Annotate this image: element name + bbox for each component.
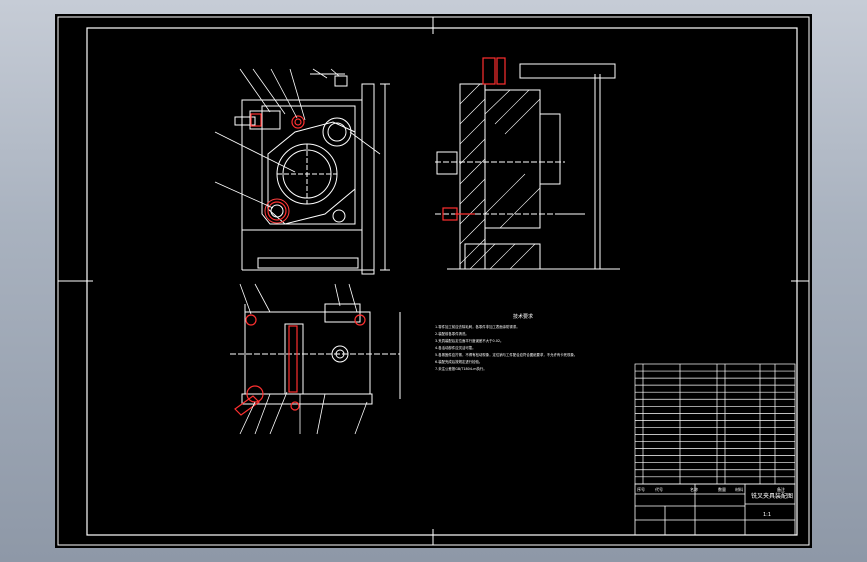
- tech-requirements-title: 技术要求: [513, 313, 533, 320]
- front-view-leaders: [214, 68, 381, 209]
- tech-req-line: 5.各紧固件应拧紧，不得有松动现象，定位销与工件配合应符合图纸要求，不允许有卡死…: [435, 352, 577, 357]
- drawing-canvas: 技术要求 1.零件加工前应去除毛刺，各零件非加工表面涂防锈漆。 2.装配前各零件…: [57, 16, 810, 546]
- tech-requirements: 技术要求 1.零件加工前应去除毛刺，各零件非加工表面涂防锈漆。 2.装配前各零件…: [435, 313, 577, 371]
- tech-req-line: 7.未注公差按GB/T1804-m执行。: [435, 366, 487, 371]
- parts-list-header: 序号 代号 名称 数量 材料 备注: [637, 486, 785, 492]
- tech-req-line: 3.夹具装配后定位面平行度误差不大于0.02。: [435, 338, 503, 343]
- cad-drawing-viewport[interactable]: 技术要求 1.零件加工前应去除毛刺，各零件非加工表面涂防锈漆。 2.装配前各零件…: [55, 14, 812, 548]
- drawing-name: 铣叉夹具装配图: [751, 492, 793, 500]
- tech-req-line: 4.各活动部件应灵活可靠。: [435, 345, 476, 350]
- parts-list: [634, 363, 796, 485]
- center-marks: [58, 17, 809, 545]
- side-view-hatch: [459, 83, 541, 270]
- tech-req-line: 6.装配完成后按规定进行检验。: [435, 359, 482, 364]
- side-view-red-parts: [442, 57, 506, 221]
- tech-req-line: 1.零件加工前应去除毛刺，各零件非加工表面涂防锈漆。: [435, 324, 520, 329]
- side-view: [435, 63, 620, 270]
- drawing-scale: 1:1: [763, 512, 771, 518]
- header-index: 序号: [637, 486, 645, 492]
- header-code: 代号: [655, 486, 663, 492]
- top-view: [230, 303, 401, 405]
- header-material: 材料: [735, 486, 743, 492]
- front-view: [234, 73, 390, 275]
- top-view-leaders: [239, 283, 368, 435]
- inner-border: [86, 27, 798, 536]
- header-note: 备注: [777, 486, 785, 492]
- header-name: 名称: [690, 486, 698, 492]
- header-qty: 数量: [718, 486, 726, 492]
- title-block: [634, 483, 796, 536]
- tech-req-line: 2.装配前各零件清洗。: [435, 331, 469, 336]
- front-view-red-parts: [250, 113, 305, 221]
- outer-border: [57, 16, 810, 546]
